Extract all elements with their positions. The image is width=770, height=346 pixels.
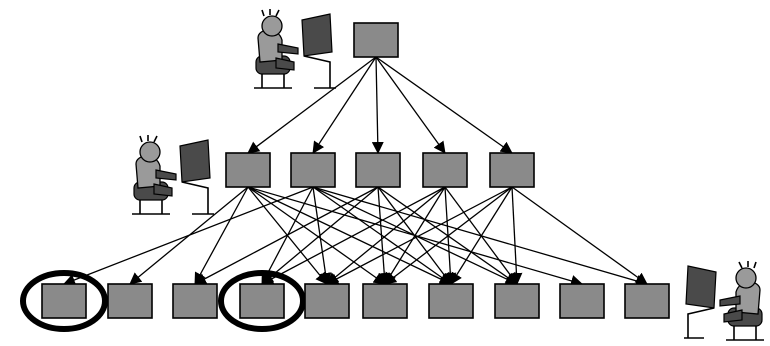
edge-top-to-middle: [312, 56, 377, 154]
edge-middle-to-bottom: [261, 186, 379, 285]
bottom-node: [362, 283, 408, 319]
bottom-node: [494, 283, 540, 319]
edge-middle-to-bottom: [384, 186, 446, 285]
highlight-ring: [20, 270, 108, 332]
bottom-node: [624, 283, 670, 319]
edge-middle-to-bottom: [384, 186, 513, 285]
edge-top-to-middle: [371, 56, 384, 154]
bottom-node: [239, 283, 285, 319]
edge-middle-to-bottom: [194, 186, 379, 285]
highlight-rings-layer: [20, 270, 306, 332]
edge-middle-to-bottom: [194, 186, 249, 285]
highlight-ring: [218, 270, 306, 332]
middle-node: [422, 152, 468, 188]
bottom-node: [41, 283, 87, 319]
edge-middle-to-bottom: [261, 186, 446, 285]
top-node: [353, 22, 399, 58]
middle-node: [489, 152, 535, 188]
middle-node: [355, 152, 401, 188]
edge-middle-to-bottom: [510, 186, 523, 285]
nodes-layer: [41, 22, 670, 319]
middle-node: [290, 152, 336, 188]
person-at-computer-icon: [684, 261, 764, 341]
bottom-node: [304, 283, 350, 319]
bottom-node: [428, 283, 474, 319]
edge-middle-to-bottom: [326, 186, 446, 285]
edge-middle-to-bottom: [63, 186, 314, 286]
edges-layer: [63, 56, 648, 287]
edge-top-to-middle: [375, 56, 446, 154]
bottom-node: [559, 283, 605, 319]
edge-middle-to-bottom: [377, 186, 391, 285]
edge-middle-to-bottom: [247, 186, 452, 285]
bottom-node: [172, 283, 218, 319]
person-at-computer-icon: [254, 9, 336, 89]
edge-middle-to-bottom: [511, 186, 648, 285]
middle-node: [225, 152, 271, 188]
bottom-node: [107, 283, 153, 319]
edge-middle-to-bottom: [450, 186, 513, 285]
edge-top-to-middle: [375, 56, 513, 154]
edge-middle-to-bottom: [326, 186, 513, 285]
edge-middle-to-bottom: [312, 186, 648, 287]
edge-top-to-middle: [247, 56, 377, 154]
person-at-computer-icon: [132, 135, 214, 215]
